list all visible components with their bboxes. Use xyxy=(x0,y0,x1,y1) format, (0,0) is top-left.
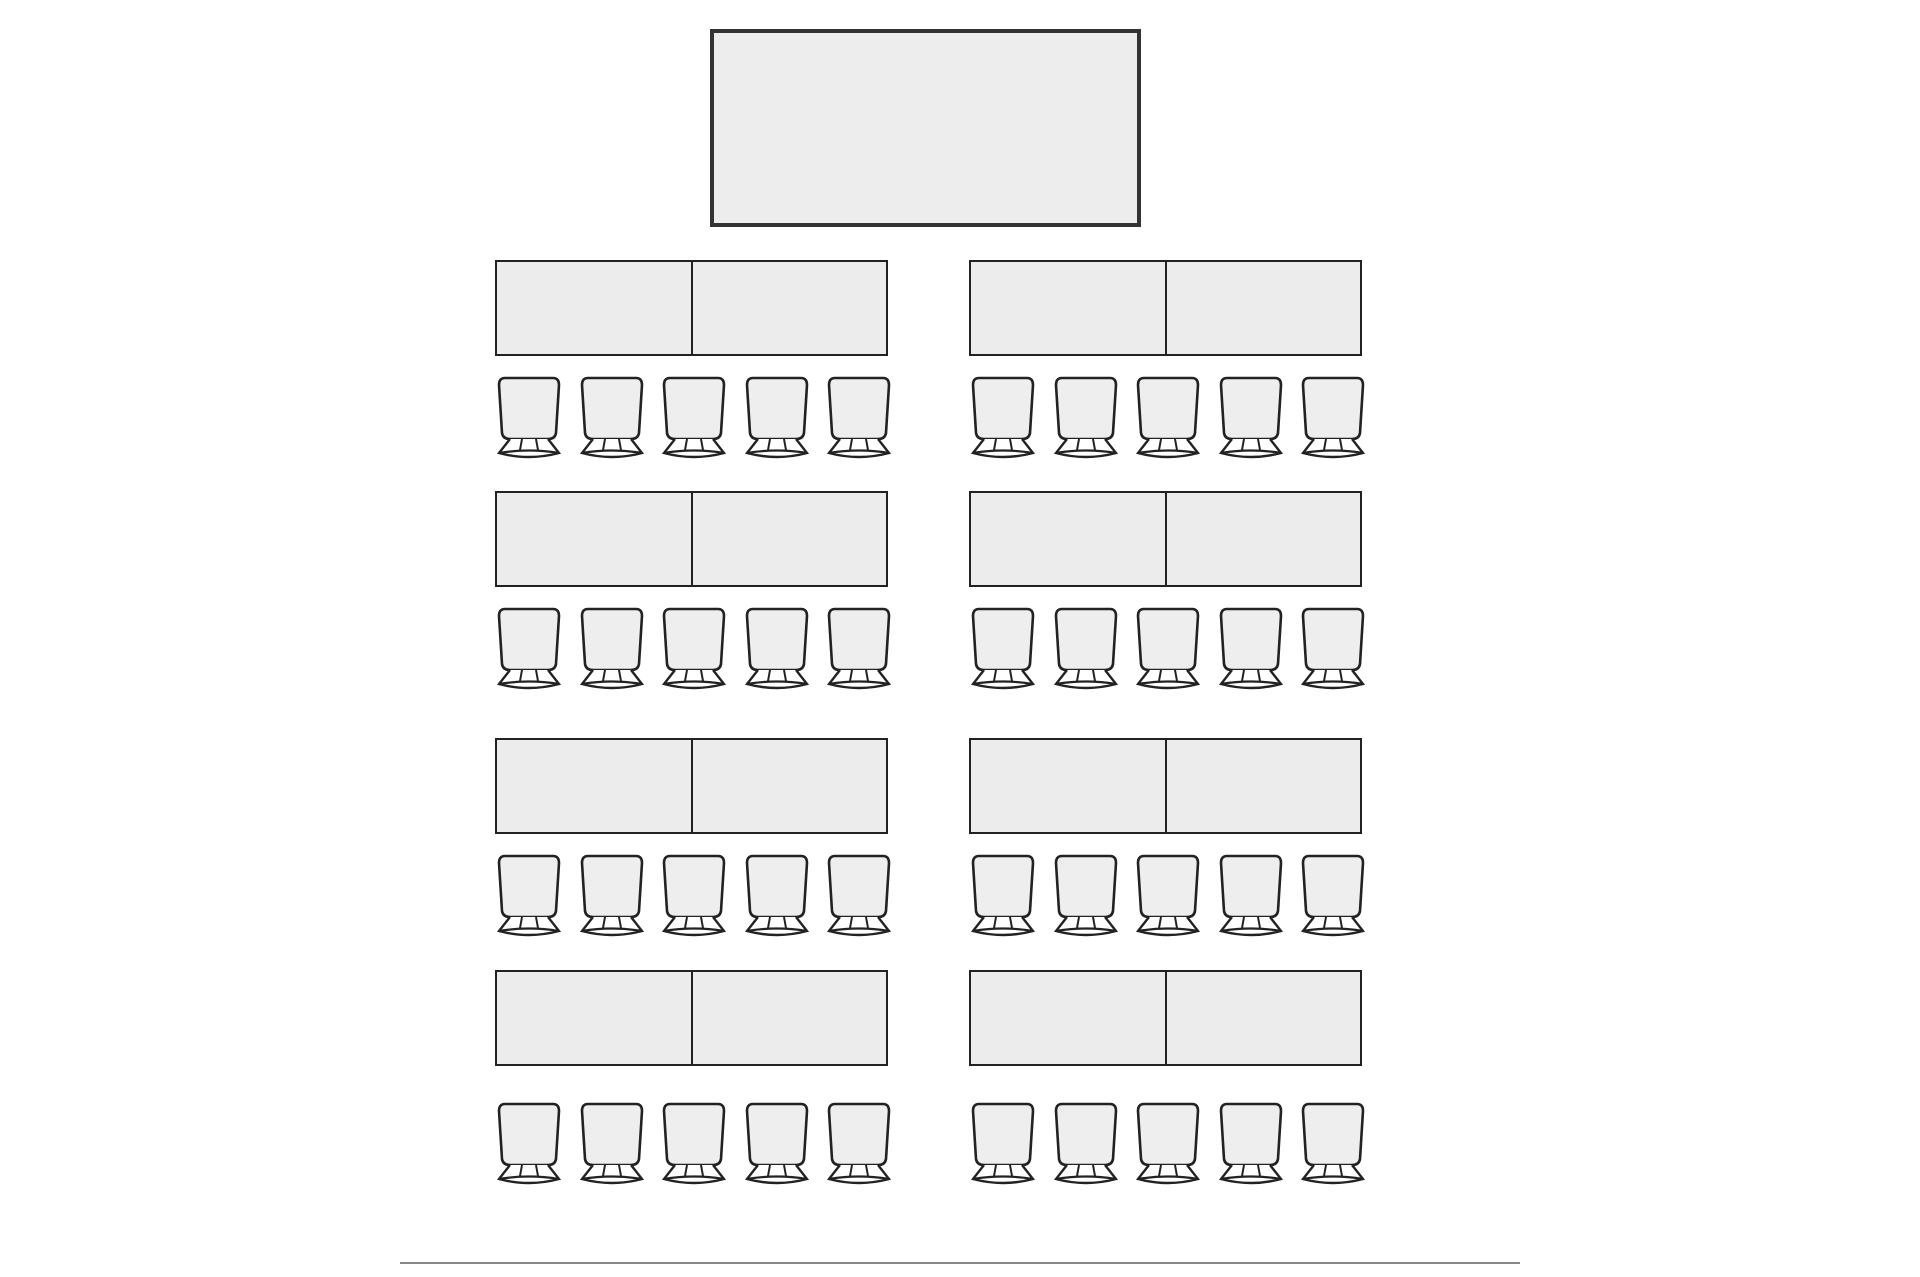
desk-segment xyxy=(971,972,1165,1064)
chair-icon xyxy=(660,606,728,692)
chair-icon xyxy=(1299,1101,1367,1187)
desk-segment xyxy=(690,493,887,585)
chair-icon xyxy=(1052,375,1120,461)
chair-icon xyxy=(1052,853,1120,939)
chair-icon xyxy=(578,606,646,692)
desk-segment xyxy=(971,493,1165,585)
chair-icon xyxy=(1299,375,1367,461)
desk-segment xyxy=(497,740,691,832)
chair-icon xyxy=(825,1101,893,1187)
chair-icon xyxy=(743,606,811,692)
chair-icon xyxy=(1052,606,1120,692)
chair-icon xyxy=(969,606,1037,692)
desk-segment xyxy=(690,262,887,354)
desk-segment xyxy=(690,740,887,832)
desk-row xyxy=(969,738,1362,834)
chair-icon xyxy=(1299,606,1367,692)
chair-icon xyxy=(1134,1101,1202,1187)
chair-icon xyxy=(495,375,563,461)
chair-icon xyxy=(1134,853,1202,939)
chair-icon xyxy=(578,853,646,939)
desk-segment xyxy=(497,972,691,1064)
chair-icon xyxy=(825,853,893,939)
desk-row xyxy=(495,260,888,356)
chair-icon xyxy=(495,1101,563,1187)
chair-icon xyxy=(969,1101,1037,1187)
desk-segment xyxy=(971,262,1165,354)
desk-segment xyxy=(497,262,691,354)
chair-icon xyxy=(1217,1101,1285,1187)
chair-icon xyxy=(1134,606,1202,692)
desk-segment xyxy=(1164,493,1361,585)
desk-row xyxy=(495,738,888,834)
chair-icon xyxy=(743,1101,811,1187)
desk-segment xyxy=(1164,972,1361,1064)
chair-icon xyxy=(1299,853,1367,939)
chair-icon xyxy=(1217,375,1285,461)
chair-icon xyxy=(743,853,811,939)
chair-icon xyxy=(743,375,811,461)
chair-icon xyxy=(969,853,1037,939)
desk-row xyxy=(969,491,1362,587)
front-table xyxy=(710,29,1141,227)
chair-icon xyxy=(1052,1101,1120,1187)
chair-icon xyxy=(660,1101,728,1187)
desk-segment xyxy=(497,493,691,585)
desk-segment xyxy=(1164,262,1361,354)
chair-icon xyxy=(969,375,1037,461)
chair-icon xyxy=(1217,606,1285,692)
chair-icon xyxy=(825,375,893,461)
desk-row xyxy=(495,491,888,587)
chair-icon xyxy=(660,853,728,939)
chair-icon xyxy=(1217,853,1285,939)
chair-icon xyxy=(825,606,893,692)
chair-icon xyxy=(660,375,728,461)
chair-icon xyxy=(495,853,563,939)
chair-icon xyxy=(578,1101,646,1187)
desk-segment xyxy=(1164,740,1361,832)
desk-row xyxy=(495,970,888,1066)
floor-line xyxy=(400,1262,1520,1264)
chair-icon xyxy=(578,375,646,461)
desk-segment xyxy=(690,972,887,1064)
desk-row xyxy=(969,970,1362,1066)
chair-icon xyxy=(1134,375,1202,461)
desk-row xyxy=(969,260,1362,356)
chair-icon xyxy=(495,606,563,692)
desk-segment xyxy=(971,740,1165,832)
